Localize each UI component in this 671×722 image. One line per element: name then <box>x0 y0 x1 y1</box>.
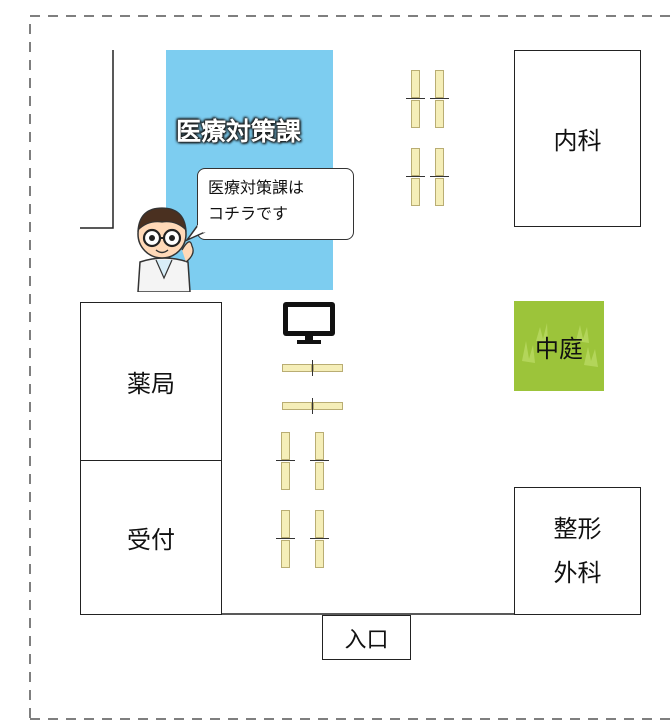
monitor-icon <box>283 302 335 344</box>
room-uketsuke[interactable]: 受付 <box>80 460 222 615</box>
room-seikei-label-line2: 外科 <box>553 559 602 587</box>
nakaniwa-label: 中庭 <box>535 334 583 363</box>
bench <box>435 70 444 98</box>
bench <box>281 462 290 490</box>
room-yakkyoku[interactable]: 薬局 <box>80 302 222 461</box>
bench <box>313 364 343 372</box>
bench <box>435 100 444 128</box>
speech-bubble-tail <box>185 224 207 242</box>
bench <box>282 364 312 372</box>
bench <box>435 178 444 206</box>
nakaniwa-area[interactable]: 中庭 <box>514 301 604 391</box>
room-yakkyoku-label: 薬局 <box>127 370 175 398</box>
bench <box>281 540 290 568</box>
room-naika-label: 内科 <box>553 127 602 155</box>
bench <box>281 432 290 460</box>
entrance-label: 入口 <box>344 627 389 653</box>
bench <box>313 402 343 410</box>
bench <box>435 148 444 176</box>
room-naika[interactable]: 内科 <box>514 50 641 227</box>
doctor-character-icon <box>137 207 194 292</box>
bench <box>411 148 420 176</box>
bench <box>411 70 420 98</box>
bench <box>315 432 324 460</box>
speech-bubble-line2: コチラです <box>208 204 289 223</box>
bench <box>282 402 312 410</box>
room-uketsuke-label: 受付 <box>127 526 175 554</box>
bench <box>315 510 324 538</box>
speech-bubble-line1: 医療対策課は <box>208 178 305 197</box>
room-seikei-label-line1: 整形 <box>553 515 602 543</box>
speech-bubble: 医療対策課は コチラです <box>197 168 354 240</box>
iryou-taisakuka-label: 医療対策課 <box>176 117 302 146</box>
bench <box>315 462 324 490</box>
bench <box>315 540 324 568</box>
grass-icon <box>522 323 598 367</box>
bench <box>411 178 420 206</box>
entrance[interactable]: 入口 <box>322 615 411 660</box>
room-seikei-geka[interactable]: 整形 外科 <box>514 487 641 615</box>
bench <box>281 510 290 538</box>
bench <box>411 100 420 128</box>
